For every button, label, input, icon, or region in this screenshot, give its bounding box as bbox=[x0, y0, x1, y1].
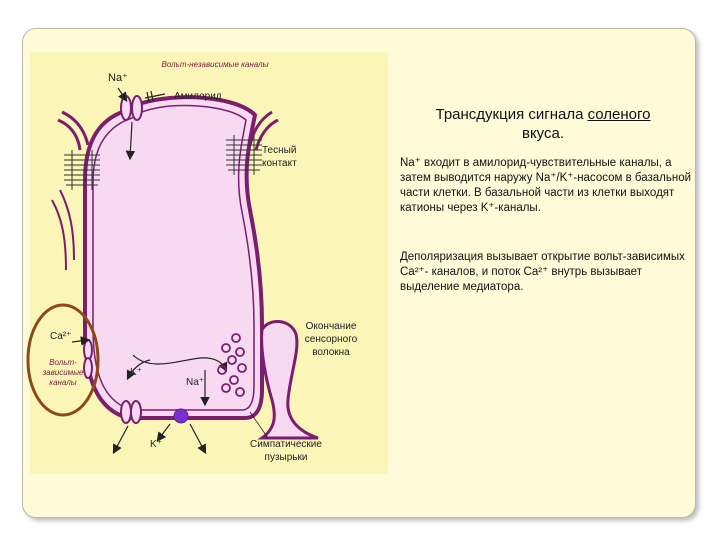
sensory-fiber-label: Окончание сенсорного волокна bbox=[304, 321, 358, 358]
amiloride-sensitive-channel bbox=[120, 95, 143, 121]
tight-junction-label: Тесный контакт bbox=[262, 145, 297, 169]
vesicle-label-pointer bbox=[249, 411, 269, 439]
k-channel-basal bbox=[120, 400, 142, 424]
k-inner-label: K⁺ bbox=[130, 367, 142, 378]
na-flow-curve bbox=[132, 354, 228, 373]
title-suffix: вкуса. bbox=[521, 125, 565, 142]
synaptic-vesicles-label: Симпатические пузырьки bbox=[250, 439, 322, 463]
amiloride-block-symbol bbox=[144, 90, 166, 103]
synaptic-vesicles bbox=[217, 333, 247, 397]
ca-entry-arrow bbox=[71, 336, 91, 346]
tight-junction-right bbox=[226, 135, 262, 175]
na-arrow-down bbox=[125, 121, 136, 161]
paragraph-2: Деполяризация вызывает открытие вольт-за… bbox=[400, 251, 685, 293]
paragraph-1: Na⁺ входит в амилорид-чувствительные кан… bbox=[400, 157, 692, 214]
na-inner-label: Na⁺ bbox=[186, 377, 205, 388]
title-prefix: Трансдукция сигнала bbox=[435, 106, 584, 123]
neighbor-cell-left-lower bbox=[51, 189, 75, 271]
voltage-dependent-label: Вольт-зависимые каналы bbox=[42, 358, 84, 387]
na-top-label: Na⁺ bbox=[108, 72, 128, 84]
amiloride-label: Амилорид bbox=[174, 91, 222, 102]
pump-na-out-arrow bbox=[189, 423, 207, 455]
voltage-independent-label: Вольт-независимые каналы bbox=[161, 60, 269, 69]
taste-cell-membrane-outer bbox=[83, 95, 264, 420]
sensory-fiber-ending bbox=[257, 320, 319, 440]
ca-channel-ring bbox=[26, 303, 100, 417]
neighbor-cell-left bbox=[57, 110, 90, 151]
k-out-arrow bbox=[112, 425, 129, 455]
pump-k-in-arrow bbox=[156, 423, 171, 442]
neighbor-cell-right bbox=[248, 110, 279, 151]
tight-junction-left bbox=[64, 150, 100, 190]
title-underlined: соленого bbox=[587, 106, 651, 123]
ca-label: Ca²⁺ bbox=[50, 331, 72, 342]
slide-title: Трансдукция сигнала соленого вкуса. bbox=[398, 105, 688, 143]
na-entry-arrow-top bbox=[117, 87, 128, 102]
k-arrow-inner bbox=[126, 359, 151, 381]
na-k-pump bbox=[173, 408, 189, 424]
k-out-label: K⁺ bbox=[150, 439, 162, 450]
